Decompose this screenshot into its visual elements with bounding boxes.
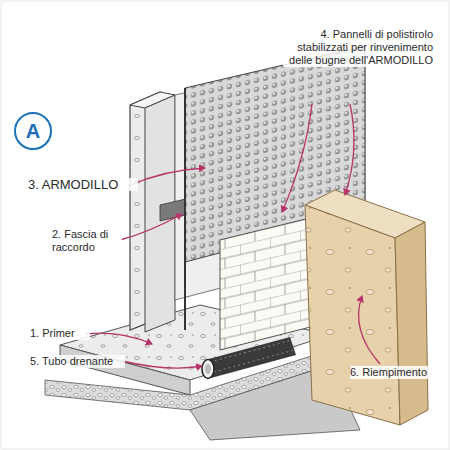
section-badge: A [14, 112, 52, 150]
callout-label: 2. Fascia di raccordo [52, 228, 122, 254]
callout-label: 4. Pannelli di polistirolo stabilizzati … [283, 28, 433, 67]
callout-label: 3. ARMODILLO [28, 178, 138, 191]
callout-label: 6. Riempimento [350, 366, 445, 379]
callout-label: 1. Primer [30, 327, 90, 340]
callout-label: 5. Tubo drenante [30, 355, 125, 368]
badge-letter: A [26, 120, 40, 143]
drain-pipe [202, 337, 296, 379]
